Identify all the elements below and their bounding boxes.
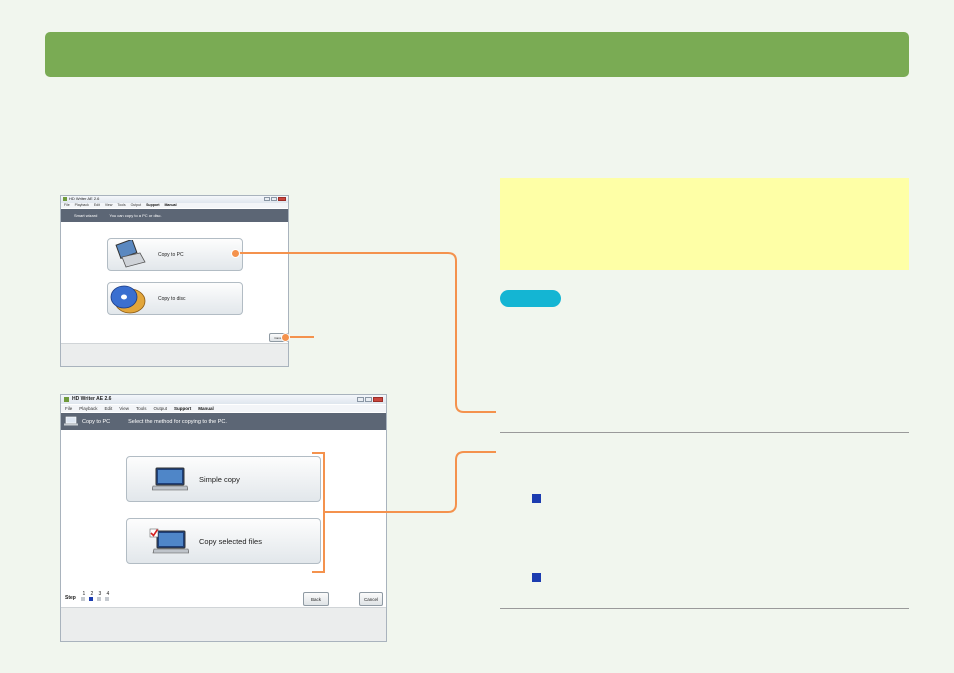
menu-item-view[interactable]: View	[119, 406, 129, 411]
bracket-line	[312, 452, 325, 573]
header-title: Smart wizard	[74, 213, 98, 218]
menu-item-playback[interactable]: Playback	[74, 203, 89, 207]
menu-item-tools[interactable]: Tools	[135, 406, 147, 411]
step-number: 2	[90, 591, 94, 597]
menu-item-support[interactable]: Support	[174, 406, 192, 411]
step-item: 3	[96, 591, 103, 601]
square-bullet-icon	[532, 494, 541, 503]
laptop-icon	[152, 467, 188, 491]
callout-marker	[231, 249, 240, 258]
menu-item-file[interactable]: File	[64, 203, 70, 207]
note-box	[500, 178, 909, 270]
laptop-icon	[115, 240, 146, 268]
wizard-header: Copy to PC Select the method for copying…	[61, 413, 386, 430]
copy-to-pc-label: Copy to PC	[158, 252, 184, 258]
section-banner	[45, 32, 909, 77]
menu-bar: File Playback Edit View Tools Output Support Ma…	[61, 203, 288, 208]
step-marker	[104, 597, 109, 601]
copy-to-pc-window: HD Writer AE 2.6 File Playback Edit View Too…	[60, 394, 387, 642]
minimize-button[interactable]	[357, 397, 364, 402]
step-item: 2	[88, 591, 95, 601]
connector-line	[324, 451, 496, 513]
minimize-button[interactable]	[264, 197, 270, 201]
close-button[interactable]	[278, 197, 286, 201]
copy-to-disc-label: Copy to disc	[158, 296, 186, 302]
back-button[interactable]: Back	[303, 592, 329, 606]
step-marker	[88, 597, 93, 601]
smart-wizard-window: HD Writer AE 2.6 File Playback Edit View Too…	[60, 195, 289, 367]
app-icon	[63, 197, 67, 201]
step-number: 4	[106, 591, 110, 597]
footer-bar	[61, 343, 288, 366]
cancel-button[interactable]: Cancel	[359, 592, 383, 606]
laptop-check-icon	[149, 528, 189, 554]
cancel-button[interactable]: Cancel	[269, 333, 288, 342]
menu-item-file[interactable]: File	[65, 406, 73, 411]
step-marker	[96, 597, 101, 601]
menu-item-manual[interactable]: Manual	[164, 203, 177, 207]
menu-item-edit[interactable]: Edit	[93, 203, 100, 207]
step-marker	[80, 597, 85, 601]
step-number: 3	[98, 591, 102, 597]
step-item: 4	[104, 591, 111, 601]
menu-item-view[interactable]: View	[104, 203, 113, 207]
divider	[500, 432, 909, 433]
menu-item-manual[interactable]: Manual	[198, 406, 214, 411]
footer-bar	[61, 607, 386, 641]
connector-line	[237, 252, 496, 413]
header-title: Copy to PC	[82, 418, 111, 425]
menu-item-tools[interactable]: Tools	[117, 203, 126, 207]
simple-copy-label: Simple copy	[199, 475, 240, 484]
step-label: Step	[65, 595, 76, 601]
step-number: 1	[82, 591, 86, 597]
copy-to-pc-button[interactable]: Copy to PC	[107, 238, 243, 271]
window-title: HD Writer AE 2.6	[72, 396, 112, 402]
menu-item-edit[interactable]: Edit	[104, 406, 113, 411]
copy-selected-files-button[interactable]: Copy selected files	[126, 518, 321, 564]
step-item: 1	[80, 591, 87, 601]
laptop-icon	[64, 416, 78, 426]
menu-item-support[interactable]: Support	[146, 203, 160, 207]
wizard-header: Smart wizard You can copy to a PC or dis…	[61, 209, 288, 222]
simple-copy-button[interactable]: Simple copy	[126, 456, 321, 502]
divider	[500, 608, 909, 609]
maximize-button[interactable]	[271, 197, 277, 201]
menu-item-output[interactable]: Output	[153, 406, 168, 411]
copy-to-disc-button[interactable]: Copy to disc	[107, 282, 243, 315]
menu-item-playback[interactable]: Playback	[79, 406, 98, 411]
header-description: You can copy to a PC or disc.	[109, 213, 162, 218]
disc-icon	[110, 285, 146, 314]
tip-badge	[500, 290, 561, 307]
maximize-button[interactable]	[365, 397, 372, 402]
callout-marker	[281, 333, 290, 342]
square-bullet-icon	[532, 573, 541, 582]
app-icon	[64, 397, 69, 402]
menu-item-output[interactable]: Output	[130, 203, 142, 207]
header-description: Select the method for copying to the PC.	[128, 418, 227, 425]
menu-bar: File Playback Edit View Tools Output Support Ma…	[61, 405, 386, 412]
title-bar: HD Writer AE 2.6	[61, 196, 288, 203]
copy-selected-files-label: Copy selected files	[199, 537, 262, 546]
close-button[interactable]	[373, 397, 383, 402]
title-bar: HD Writer AE 2.6	[61, 395, 386, 404]
window-title: HD Writer AE 2.6	[69, 196, 100, 201]
